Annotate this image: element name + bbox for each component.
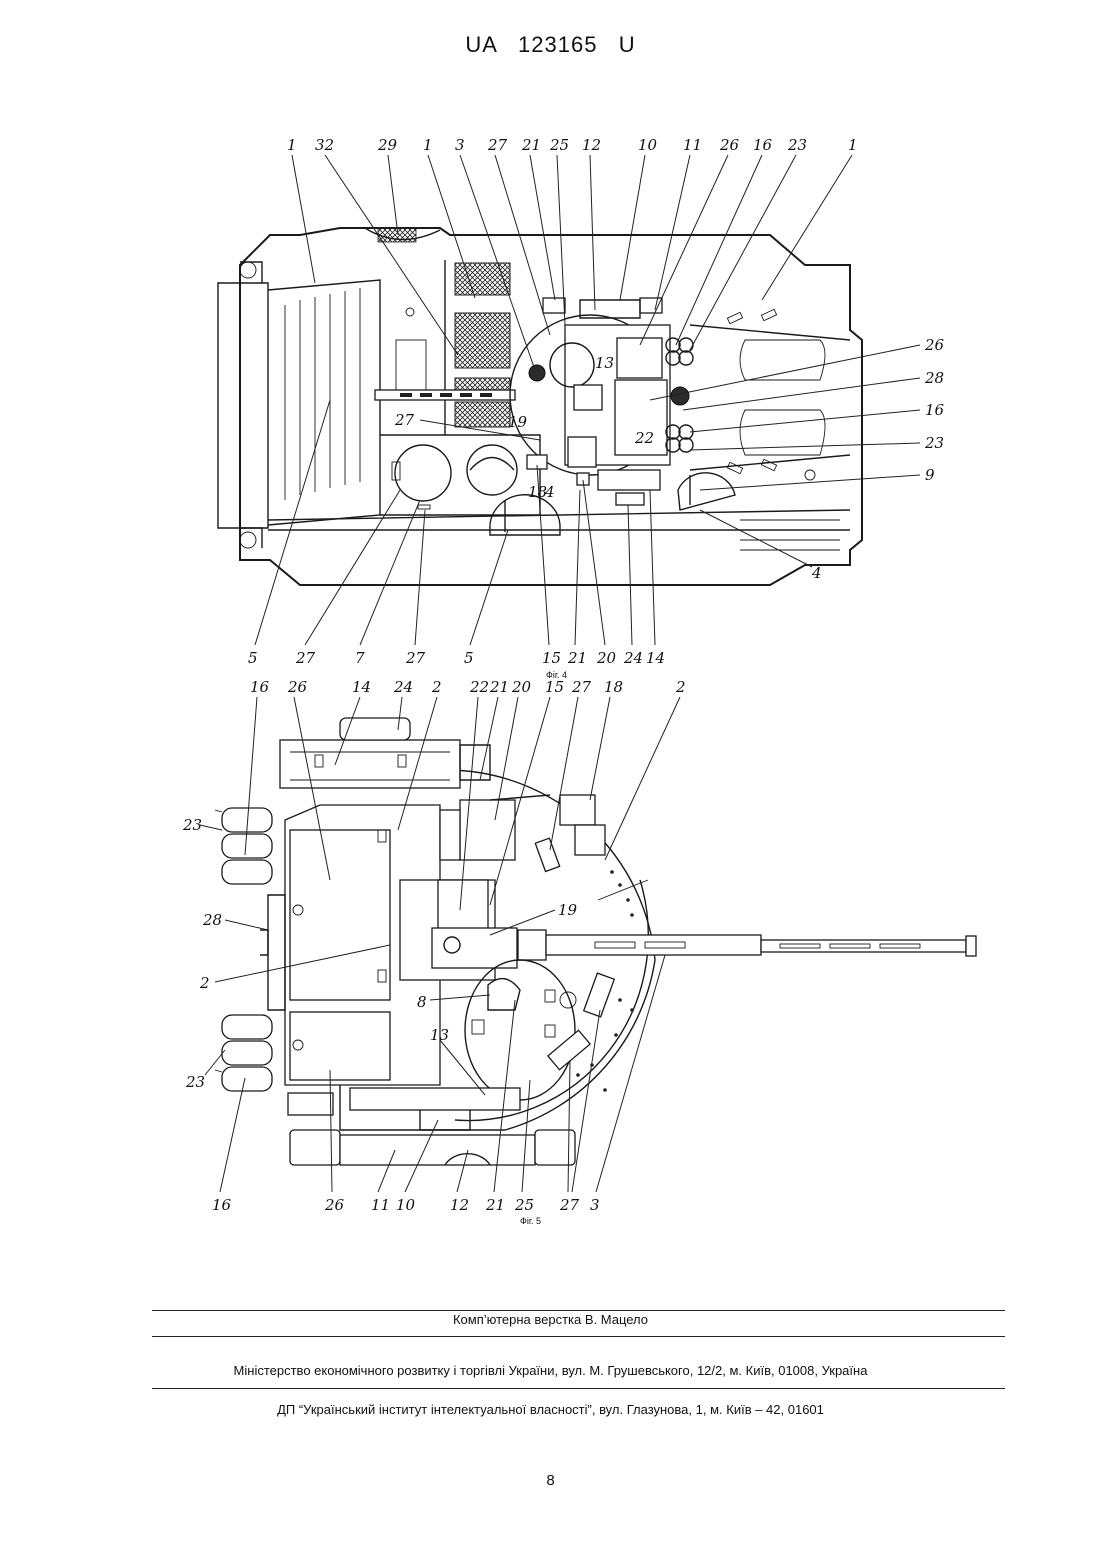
ref-label: 16: [753, 136, 773, 154]
ref-label: 19: [558, 901, 578, 919]
ref-label: 14: [352, 678, 371, 696]
ref-label: 7: [355, 649, 365, 667]
ministry-address: Міністерство економічного розвитку і тор…: [0, 1363, 1101, 1378]
ref-label: 24: [393, 678, 413, 696]
ref-label: 25: [549, 136, 569, 154]
ref-label: 1: [423, 136, 433, 154]
ref-label: 9: [925, 466, 935, 484]
ref-label: 3: [455, 136, 465, 154]
ref-label: 24: [623, 649, 643, 667]
ref-label: 16: [925, 401, 945, 419]
ref-label: 27: [487, 136, 508, 154]
ref-label: 27: [394, 411, 415, 429]
ref-label: 12: [582, 136, 601, 154]
ref-label: 27: [405, 649, 426, 667]
ref-label: 20: [511, 678, 532, 696]
ref-label: 2: [675, 678, 686, 696]
ref-label: 27: [571, 678, 592, 696]
ref-label: 26: [924, 336, 945, 354]
ref-label: 16: [250, 678, 270, 696]
ref-label: 15: [542, 649, 561, 667]
footer-divider: [152, 1388, 1005, 1389]
figure-5: [200, 697, 976, 1192]
ref-label: 12: [450, 1196, 469, 1214]
ref-label: 25: [514, 1196, 534, 1214]
ref-label: 2: [199, 974, 210, 992]
ref-label: 10: [638, 136, 658, 154]
ref-label: 23: [185, 1073, 205, 1091]
ref-label: 18: [604, 678, 623, 696]
ref-label: 28: [924, 369, 944, 387]
ref-label: 11: [371, 1196, 390, 1214]
ref-label: 29: [377, 136, 398, 154]
ref-label: 22: [634, 429, 654, 447]
ref-label: 3: [590, 1196, 600, 1214]
ref-label: 10: [396, 1196, 416, 1214]
ref-label: 26: [324, 1196, 345, 1214]
ref-label: 5: [464, 649, 474, 667]
ref-label: 2: [431, 678, 442, 696]
ref-label: 4: [811, 564, 822, 582]
ref-label: 14: [646, 649, 665, 667]
ref-label: 22: [469, 678, 489, 696]
footer-divider: [152, 1310, 1005, 1311]
ref-label: 8: [417, 993, 427, 1011]
institute-address: ДП “Український інститут інтелектуальної…: [0, 1402, 1101, 1417]
ref-label: 27: [295, 649, 316, 667]
ref-label: 13: [430, 1026, 449, 1044]
ref-label: 26: [719, 136, 740, 154]
ref-label: 11: [683, 136, 702, 154]
patent-drawing: 1 32 29 1 3 27 21 25 12 10 11 26 16 23 1…: [0, 0, 1101, 1300]
ref-label: 21: [485, 1196, 505, 1214]
ref-label: 4: [544, 483, 555, 501]
ref-label: 23: [924, 434, 944, 452]
page-number: 8: [0, 1472, 1101, 1489]
ref-label: 27: [559, 1196, 580, 1214]
ref-label: 1: [848, 136, 858, 154]
ref-label: 5: [248, 649, 258, 667]
ref-label: 32: [315, 136, 334, 154]
footer-divider: [152, 1336, 1005, 1337]
ref-label: 20: [596, 649, 617, 667]
ref-label: 23: [787, 136, 807, 154]
ref-label: 19: [508, 413, 528, 431]
ref-label: 21: [521, 136, 541, 154]
ref-label: 26: [287, 678, 308, 696]
ref-label: 23: [182, 816, 202, 834]
ref-label: 28: [202, 911, 222, 929]
ref-label: 15: [545, 678, 564, 696]
figure-5-caption: Фіг. 5: [520, 1216, 541, 1226]
ref-label: 13: [595, 354, 614, 372]
layout-credit: Комп’ютерна верстка В. Мацело: [0, 1312, 1101, 1327]
ref-label: 1: [287, 136, 297, 154]
ref-label: 21: [567, 649, 587, 667]
ref-label: 16: [212, 1196, 232, 1214]
ref-label: 21: [489, 678, 509, 696]
